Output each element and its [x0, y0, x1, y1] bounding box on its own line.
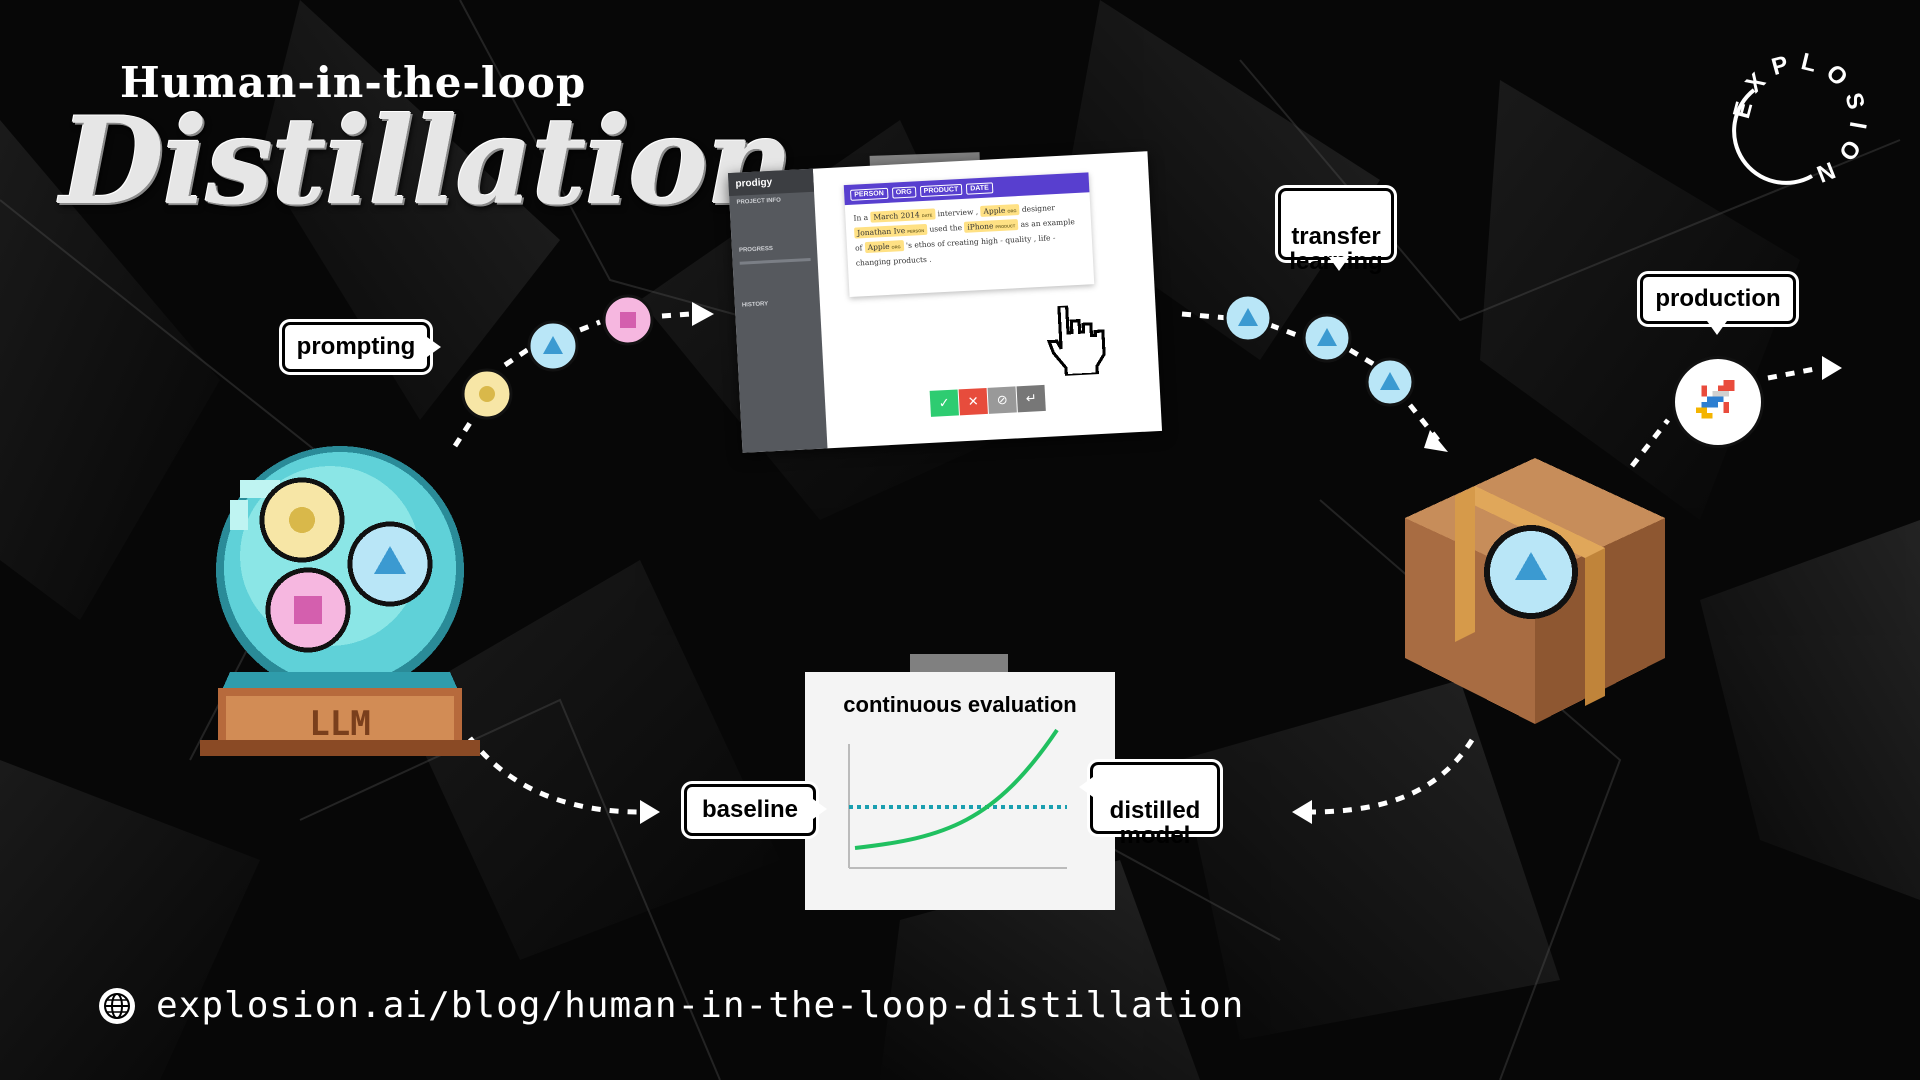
decision-buttons: ✓ ✕ ⊘ ↵ — [929, 384, 1046, 417]
text-span: In a — [853, 212, 869, 223]
footer-link[interactable]: explosion.ai/blog/human-in-the-loop-dist… — [98, 985, 1244, 1026]
evaluation-card: continuous evaluation — [805, 672, 1115, 910]
prompting-label: prompting — [296, 333, 416, 360]
transfer-tokens — [1223, 293, 1415, 407]
explosion-logo[interactable]: EXPLOSION — [1720, 40, 1880, 200]
label-product[interactable]: PRODUCT — [919, 183, 963, 197]
baseline-label: baseline — [701, 796, 799, 823]
blog-url[interactable]: explosion.ai/blog/human-in-the-loop-dist… — [156, 985, 1245, 1026]
prodigy-annotation-screenshot: prodigy PROJECT INFO PROGRESS HISTORY PE… — [727, 151, 1163, 453]
title-line-2: Distillation — [60, 91, 793, 232]
distilled-model-label: distilled model — [1109, 797, 1201, 850]
globe-icon — [99, 987, 135, 1024]
sidebar-section-history: HISTORY — [741, 301, 769, 309]
distilled-model-bubble: distilled model — [1079, 762, 1220, 849]
label-person[interactable]: PERSON — [849, 187, 889, 201]
baseline-bubble: baseline — [684, 784, 827, 836]
llm-label: LLM — [309, 704, 370, 744]
ignore-button[interactable]: ⊘ — [987, 386, 1017, 414]
accept-button[interactable]: ✓ — [929, 389, 959, 417]
label-date[interactable]: DATE — [965, 181, 994, 195]
prodigy-sidebar: prodigy PROJECT INFO PROGRESS HISTORY — [727, 168, 828, 453]
undo-button[interactable]: ↵ — [1016, 384, 1046, 413]
production-label: production — [1655, 285, 1781, 312]
pointer-hand-icon — [1046, 304, 1106, 377]
evaluation-title: continuous evaluation — [843, 692, 1077, 717]
title-line-1: Human-in-the-loop — [120, 58, 587, 107]
prompt-tokens — [461, 294, 654, 420]
evaluation-chart — [848, 728, 1067, 869]
transfer-learning-bubble: transfer learning — [1278, 188, 1394, 275]
model-package-box — [1405, 458, 1665, 724]
prompting-bubble: prompting — [282, 322, 441, 372]
label-org[interactable]: ORG — [891, 185, 916, 199]
production-bubble: production — [1640, 274, 1796, 335]
text-span: interview , — [937, 207, 979, 219]
production-rocket-icon[interactable] — [1672, 356, 1764, 448]
reject-button[interactable]: ✕ — [958, 387, 988, 416]
llm-crystal-ball: LLM — [200, 446, 480, 756]
distilled-model-curve — [854, 728, 1059, 850]
text-span: used the — [929, 223, 963, 234]
sidebar-section-progress: PROGRESS — [738, 245, 774, 254]
arrow-head — [692, 302, 714, 326]
text-span: designer — [1021, 203, 1056, 214]
